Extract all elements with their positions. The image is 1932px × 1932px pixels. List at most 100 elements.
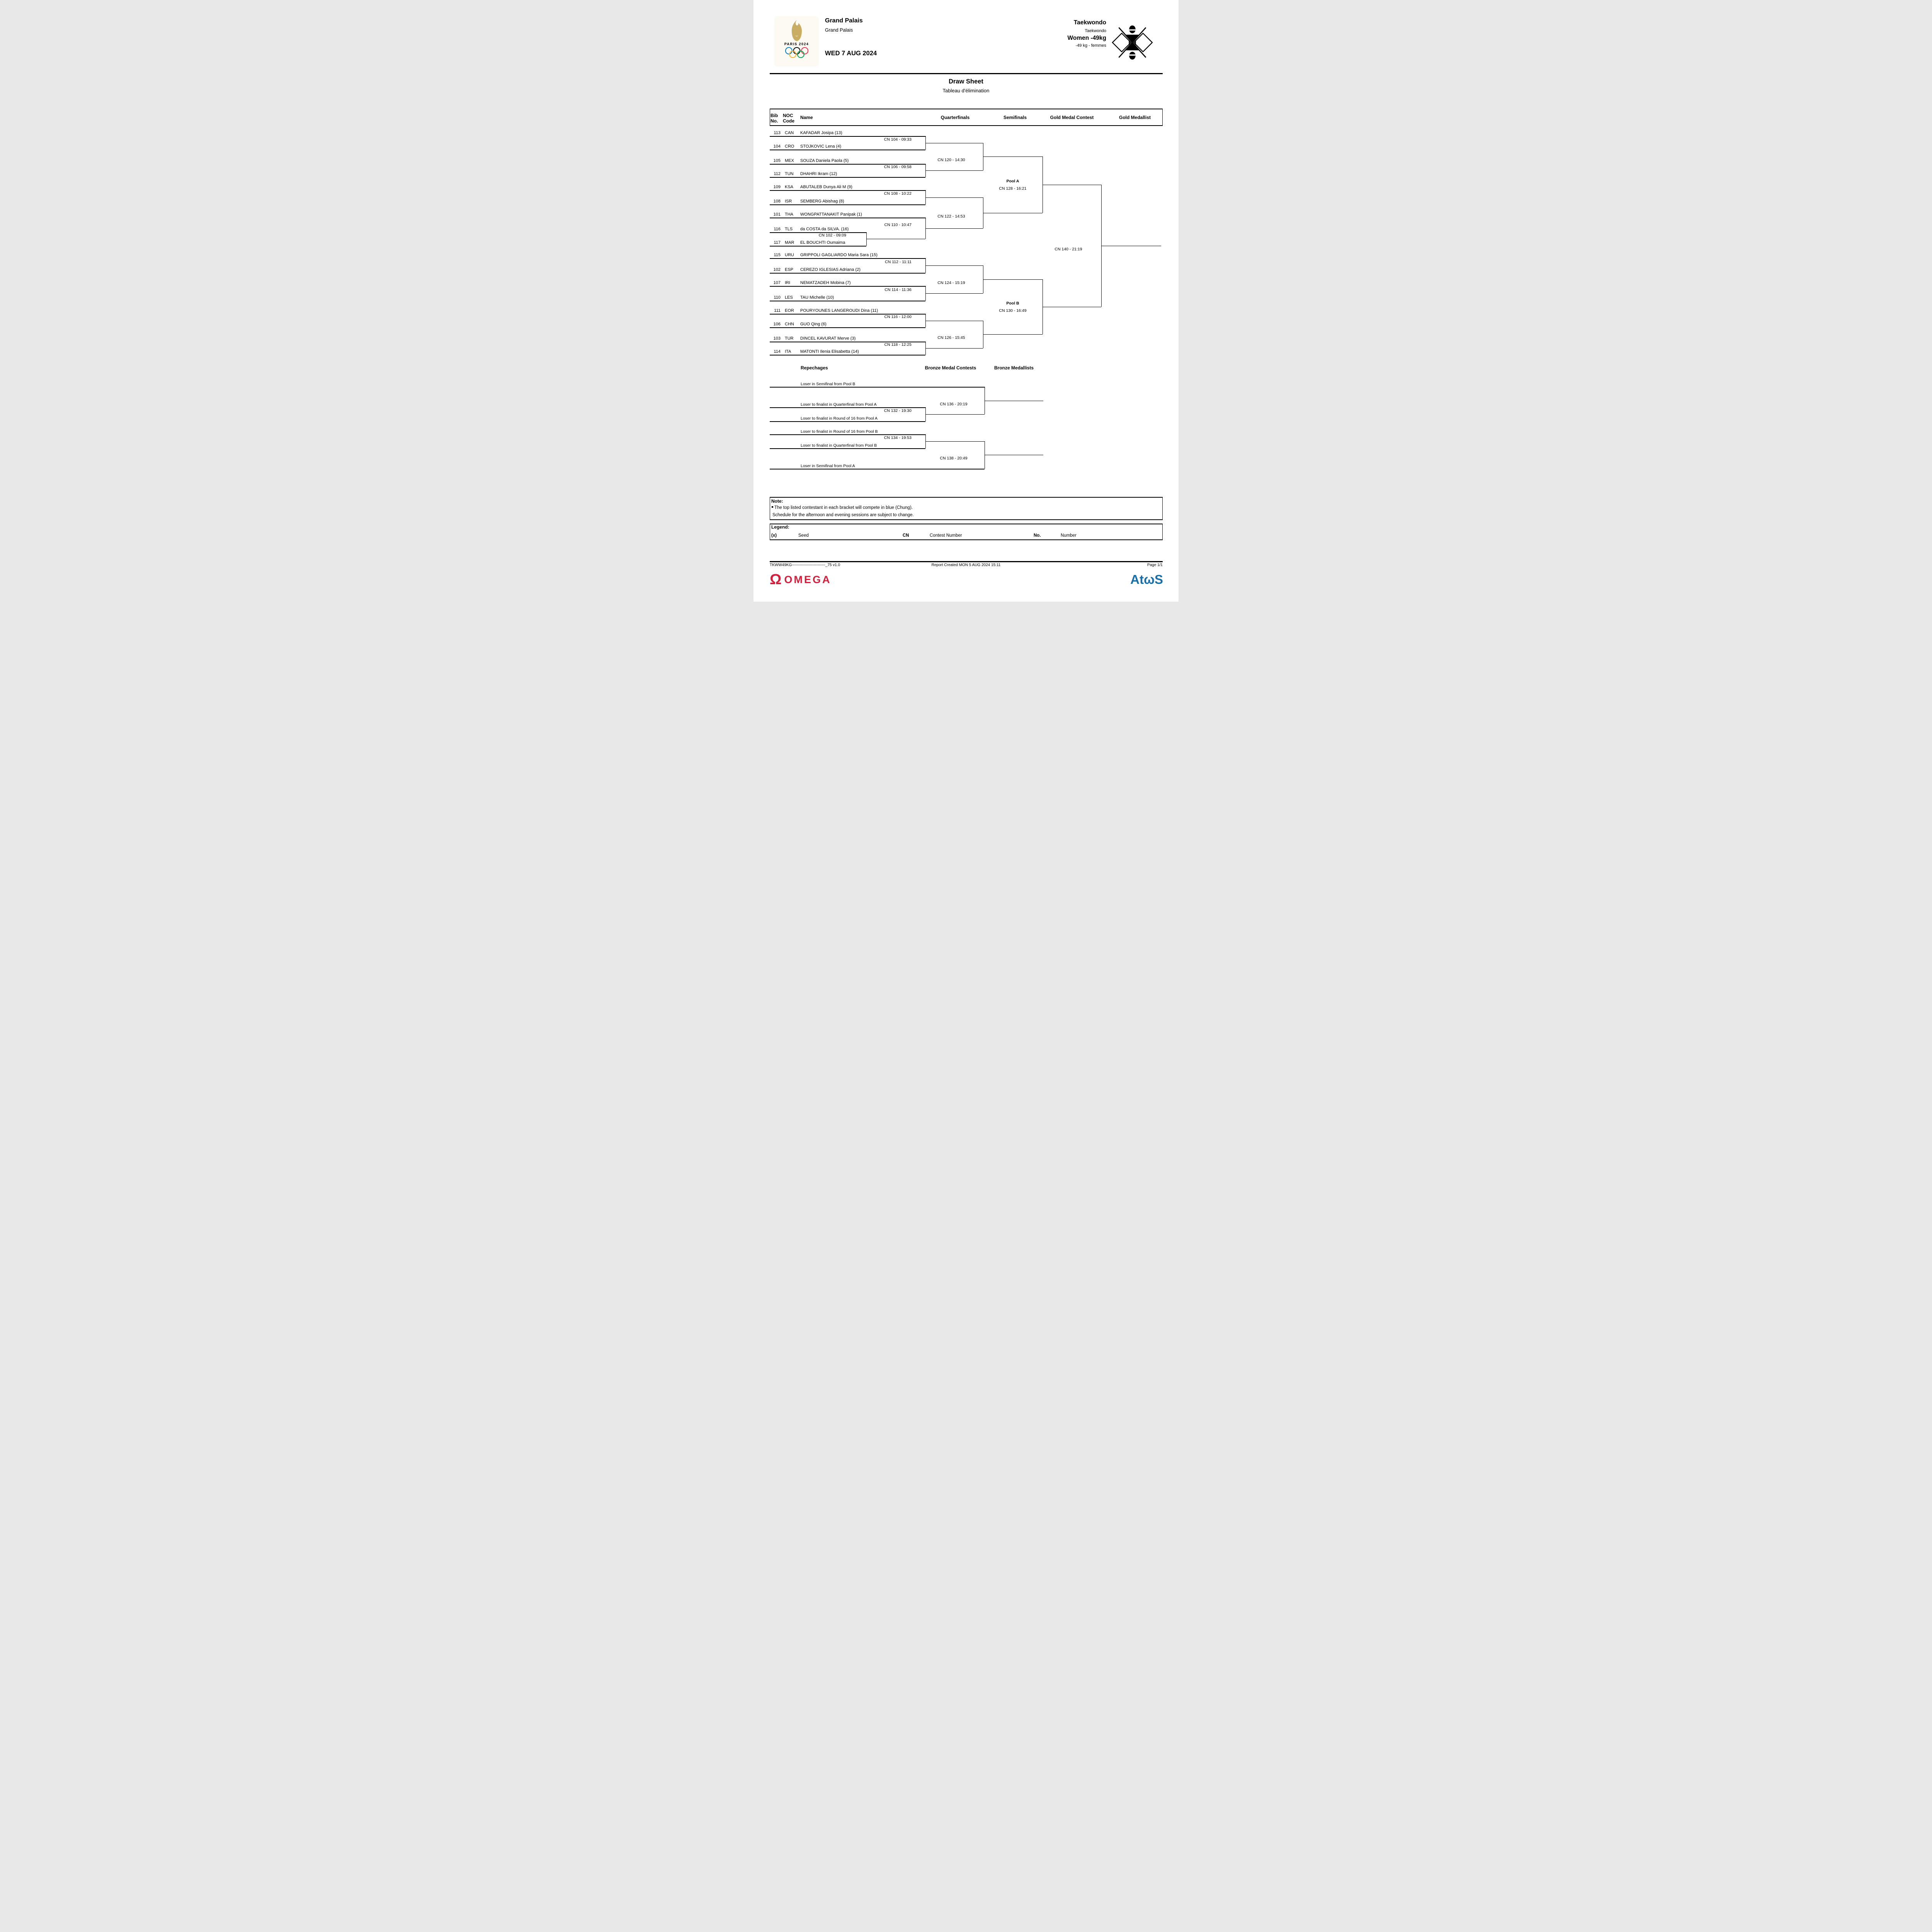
athlete-noc: CRO bbox=[785, 144, 794, 149]
athlete-bib: 115 bbox=[774, 253, 781, 257]
athlete-bib: 116 bbox=[774, 227, 781, 231]
athlete-noc: TUN bbox=[785, 172, 794, 176]
athlete-noc: THA bbox=[785, 212, 793, 217]
col-name: Name bbox=[800, 115, 813, 120]
bracket-connector bbox=[925, 314, 926, 327]
col-semifinals: Semifinals bbox=[1003, 115, 1027, 120]
sport-name: Taekwondo bbox=[1073, 19, 1106, 26]
contest-label: CN 120 - 14:30 bbox=[937, 158, 965, 162]
atos-logo: AtωS bbox=[1130, 572, 1163, 587]
venue-name-fr: Grand Palais bbox=[825, 27, 853, 33]
repechage-line bbox=[770, 387, 985, 388]
contest-label: CN 104 - 09:33 bbox=[884, 137, 912, 142]
athlete-noc: ISR bbox=[785, 199, 792, 204]
contest-label: CN 126 - 15:45 bbox=[937, 335, 965, 340]
legend-value: Number bbox=[1061, 533, 1077, 538]
match-underline bbox=[770, 246, 866, 247]
athlete-noc: TLS bbox=[785, 227, 793, 231]
omega-logo: Ω OMEGA bbox=[770, 571, 831, 588]
event-name: Women -49kg bbox=[1067, 35, 1107, 41]
legend-value: Seed bbox=[798, 533, 809, 538]
bronze-medallists-title: Bronze Medallists bbox=[994, 365, 1034, 371]
note-line: The top listed contestant in each bracke… bbox=[774, 505, 913, 510]
footer-document-code: TKWW49KG--------------------------_75 v1… bbox=[770, 563, 840, 567]
athlete-name: GUO Qing (6) bbox=[800, 322, 827, 327]
athlete-noc: ITA bbox=[785, 349, 791, 354]
contest-label: CN 116 - 12:00 bbox=[884, 315, 912, 319]
athlete-name: DHAHRI Ikram (12) bbox=[800, 172, 837, 176]
athlete-noc: LES bbox=[785, 295, 793, 300]
taekwondo-pictogram-icon bbox=[1112, 25, 1153, 60]
athlete-bib: 117 bbox=[774, 240, 781, 245]
repechage-slot: Loser to finalist in Round of 16 from Po… bbox=[801, 416, 878, 421]
athlete-bib: 108 bbox=[773, 199, 781, 204]
match-underline bbox=[770, 164, 925, 165]
col-bib-line1: Bib bbox=[770, 113, 778, 118]
contest-label: CN 136 - 20:19 bbox=[940, 402, 968, 406]
bracket-connector bbox=[925, 218, 926, 239]
athlete-name: MATONTI Ilenia Elisabetta (14) bbox=[800, 349, 859, 354]
repechage-slot: Loser in Semifinal from Pool B bbox=[801, 382, 855, 386]
athlete-noc: KSA bbox=[785, 185, 794, 189]
athlete-name: EL BOUCHTI Oumaima bbox=[800, 240, 845, 245]
header-rule bbox=[770, 73, 1163, 74]
athlete-noc: MAR bbox=[785, 240, 794, 245]
contest-label: CN 112 - 11:11 bbox=[885, 260, 912, 264]
athlete-noc: CHN bbox=[785, 322, 794, 327]
repechage-slot: Loser to finalist in Quarterfinal from P… bbox=[801, 402, 877, 407]
match-underline bbox=[770, 190, 925, 191]
winner-line bbox=[925, 170, 983, 171]
sport-name-fr: Taekwondo bbox=[1085, 29, 1106, 33]
repechage-line bbox=[770, 421, 925, 422]
athlete-noc: MEX bbox=[785, 158, 794, 163]
match-underline bbox=[770, 273, 925, 274]
contest-label: CN 138 - 20:49 bbox=[940, 456, 968, 461]
athlete-bib: 112 bbox=[774, 172, 781, 176]
athlete-bib: 113 bbox=[774, 131, 781, 135]
col-bib-line2: No. bbox=[770, 118, 778, 124]
page-subtitle: Tableau d'élimination bbox=[942, 88, 990, 94]
col-gold-medallist: Gold Medallist bbox=[1119, 115, 1151, 120]
note-line: Schedule for the afternoon and evening s… bbox=[772, 513, 914, 517]
repechage-slot: Loser in Semifinal from Pool A bbox=[801, 464, 855, 468]
contest-label: CN 108 - 10:22 bbox=[884, 191, 912, 196]
bracket-connector bbox=[925, 190, 926, 204]
athlete-bib: 102 bbox=[773, 267, 781, 272]
athlete-name: DINCEL KAVURAT Merve (3) bbox=[800, 336, 856, 341]
athlete-bib: 107 bbox=[773, 281, 781, 285]
bullet-square-icon bbox=[772, 506, 773, 508]
winner-line bbox=[925, 348, 983, 349]
paris-2024-flame-icon bbox=[791, 20, 802, 41]
bronze-medal-contests-title: Bronze Medal Contests bbox=[925, 365, 976, 371]
footer-rule bbox=[770, 561, 1163, 562]
athlete-bib: 109 bbox=[773, 185, 781, 189]
athlete-noc: EOR bbox=[785, 308, 794, 313]
athlete-bib: 114 bbox=[774, 349, 781, 354]
athlete-name: SEMBERG Abishag (8) bbox=[800, 199, 844, 204]
omega-symbol-icon: Ω bbox=[770, 571, 782, 588]
match-underline bbox=[770, 232, 866, 233]
contest-label: CN 102 - 09:09 bbox=[818, 233, 846, 238]
winner-line bbox=[925, 197, 983, 198]
repechage-slot: Loser to finalist in Quarterfinal from P… bbox=[801, 443, 877, 448]
paris-2024-wordmark: PARIS 2024 bbox=[784, 42, 809, 46]
legend-value: Contest Number bbox=[930, 533, 962, 538]
athlete-name: KAFADAR Josipa (13) bbox=[800, 131, 842, 135]
athlete-noc: ESP bbox=[785, 267, 794, 272]
winner-line bbox=[925, 228, 983, 229]
contest-label: CN 134 - 19:53 bbox=[884, 435, 912, 440]
winner-line bbox=[925, 414, 985, 415]
athlete-bib: 106 bbox=[773, 322, 781, 327]
repechages-title: Repechages bbox=[801, 365, 828, 371]
athlete-noc: TUR bbox=[785, 336, 794, 341]
legend-key: (x) bbox=[771, 533, 777, 538]
athlete-noc: CAN bbox=[785, 131, 794, 135]
repechage-line bbox=[770, 448, 925, 449]
col-quarterfinals: Quarterfinals bbox=[940, 115, 970, 120]
legend-key: CN bbox=[903, 533, 909, 538]
athlete-noc: IRI bbox=[785, 281, 791, 285]
athlete-name: STOJKOVIC Lena (4) bbox=[800, 144, 842, 149]
bracket-connector bbox=[925, 136, 926, 150]
athlete-bib: 111 bbox=[774, 308, 781, 313]
winner-line bbox=[983, 156, 1043, 157]
